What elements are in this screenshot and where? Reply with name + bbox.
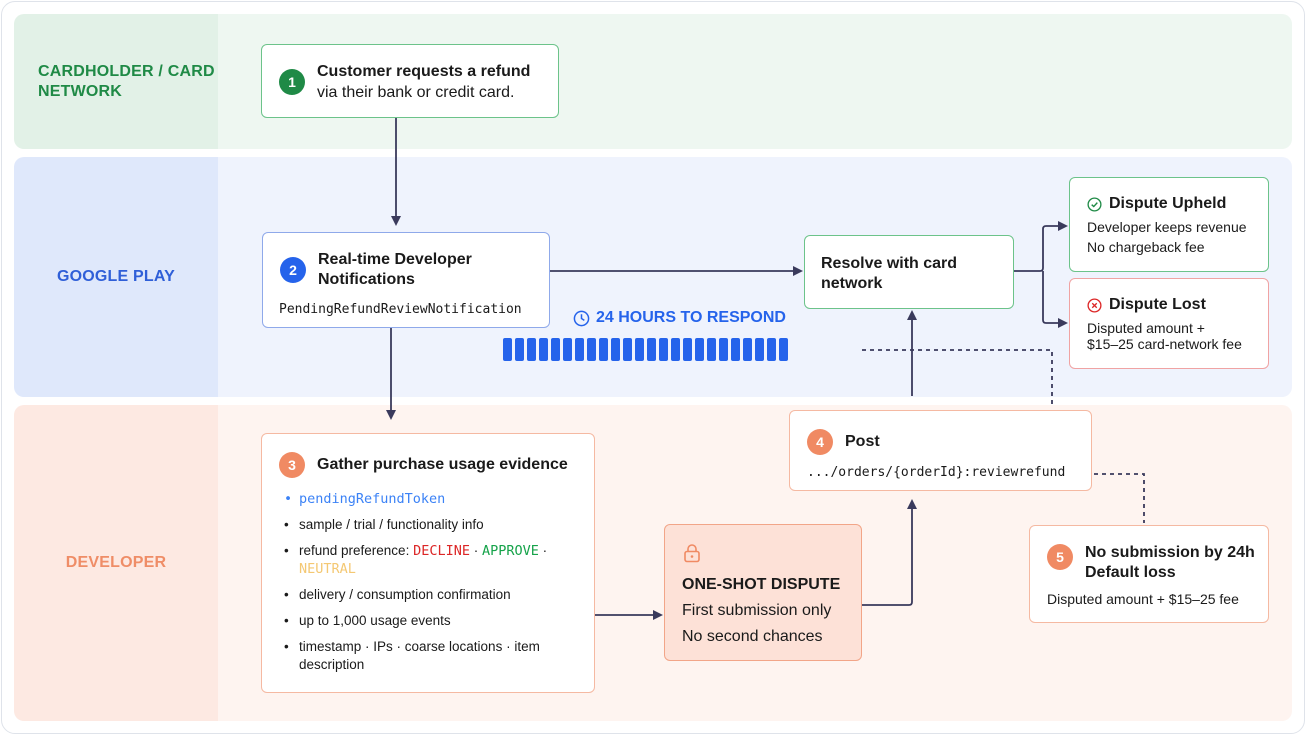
x-circle-icon bbox=[1087, 297, 1102, 313]
step1-number-badge: 1 bbox=[279, 69, 305, 95]
timer-tick bbox=[743, 338, 752, 361]
timer-tick bbox=[515, 338, 524, 361]
one-shot-card: ONE-SHOT DISPUTE First submission only N… bbox=[664, 524, 862, 661]
evidence-preference: refund preference: DECLINE · APPROVE · N… bbox=[284, 542, 584, 578]
timer-tick bbox=[587, 338, 596, 361]
timer-tick bbox=[671, 338, 680, 361]
outcome-upheld-title: Dispute Upheld bbox=[1109, 195, 1227, 212]
timer-tick bbox=[551, 338, 560, 361]
timer-tick bbox=[599, 338, 608, 361]
lane-title-developer: DEVELOPER bbox=[65, 554, 167, 571]
step1-card: 1 Customer requests a refund via their b… bbox=[261, 44, 559, 118]
step3-title: Gather purchase usage evidence bbox=[317, 456, 568, 473]
outcome-upheld-card: Dispute Upheld Developer keeps revenue N… bbox=[1069, 177, 1269, 272]
preference-neutral: NEUTRAL bbox=[299, 561, 356, 577]
evidence-item: up to 1,000 usage events bbox=[284, 612, 584, 630]
timer-tick bbox=[695, 338, 704, 361]
step1-title: Customer requests a refund bbox=[317, 63, 531, 80]
outcome-lost-line1: Disputed amount + bbox=[1087, 320, 1205, 336]
timer-tick bbox=[707, 338, 716, 361]
step5-card: 5 No submission by 24h Default loss Disp… bbox=[1029, 525, 1269, 623]
lane-label-google-play: GOOGLE PLAY bbox=[14, 157, 218, 397]
lane-label-developer: DEVELOPER bbox=[14, 405, 218, 721]
check-circle-icon bbox=[1087, 196, 1102, 212]
timer-tick bbox=[755, 338, 764, 361]
step4-endpoint: .../orders/{orderId}:reviewrefund bbox=[807, 465, 1066, 480]
timer-tick bbox=[635, 338, 644, 361]
outcome-lost-title: Dispute Lost bbox=[1109, 296, 1206, 313]
resolve-card: Resolve with card network bbox=[804, 235, 1014, 309]
outcome-lost-line2: $15–25 card-network fee bbox=[1087, 336, 1242, 352]
lane-title-google-play: GOOGLE PLAY bbox=[56, 268, 176, 285]
step4-card: 4 Post .../orders/{orderId}:reviewrefund bbox=[789, 410, 1092, 491]
lane-title-cardholder: CARDHOLDER / CARD NETWORK bbox=[38, 62, 215, 100]
timer-tick bbox=[575, 338, 584, 361]
outcome-lost-card: Dispute Lost Disputed amount + $15–25 ca… bbox=[1069, 278, 1269, 369]
step2-title: Real-time Developer Notifications bbox=[318, 251, 472, 288]
timer-tick bbox=[647, 338, 656, 361]
timer-tick bbox=[719, 338, 728, 361]
step5-subtitle: Disputed amount + $15–25 fee bbox=[1047, 591, 1239, 607]
step5-number-badge: 5 bbox=[1047, 544, 1073, 570]
evidence-item: timestamp · IPs · coarse locations · ite… bbox=[284, 638, 584, 674]
timer-text: 24 HOURS TO RESPOND bbox=[596, 309, 786, 326]
timer-tick bbox=[659, 338, 668, 361]
resolve-title: Resolve with card network bbox=[821, 255, 958, 292]
preference-separator: · bbox=[469, 543, 482, 558]
outcome-upheld-line2: No chargeback fee bbox=[1087, 239, 1205, 255]
preference-separator: · bbox=[538, 543, 548, 558]
step2-code: PendingRefundReviewNotification bbox=[279, 302, 522, 317]
timer-tick bbox=[779, 338, 788, 361]
lock-icon bbox=[684, 544, 700, 563]
outcome-upheld-line1: Developer keeps revenue bbox=[1087, 219, 1247, 235]
step1-subtitle: via their bank or credit card. bbox=[317, 84, 515, 101]
preference-decline: DECLINE bbox=[413, 543, 470, 559]
timer-tick bbox=[683, 338, 692, 361]
evidence-token: pendingRefundToken bbox=[284, 490, 584, 508]
step4-number-badge: 4 bbox=[807, 429, 833, 455]
evidence-item: sample / trial / functionality info bbox=[284, 516, 584, 534]
one-shot-line2: No second chances bbox=[682, 628, 823, 645]
lane-cardholder: CARDHOLDER / CARD NETWORK bbox=[14, 14, 1292, 149]
step2-number-badge: 2 bbox=[280, 257, 306, 283]
timer-tick bbox=[527, 338, 536, 361]
step3-card: 3 Gather purchase usage evidence pending… bbox=[261, 433, 595, 693]
clock-icon bbox=[573, 310, 590, 326]
timer-tick bbox=[767, 338, 776, 361]
evidence-list: pendingRefundToken sample / trial / func… bbox=[284, 490, 584, 682]
timer-tick bbox=[623, 338, 632, 361]
one-shot-title: ONE-SHOT DISPUTE bbox=[682, 576, 841, 593]
timer-tick bbox=[731, 338, 740, 361]
timer-tick bbox=[503, 338, 512, 361]
preference-approve: APPROVE bbox=[481, 543, 539, 559]
one-shot-line1: First submission only bbox=[682, 602, 832, 619]
step3-number-badge: 3 bbox=[279, 452, 305, 478]
timer-label: 24 HOURS TO RESPOND bbox=[573, 309, 786, 327]
lane-label-cardholder: CARDHOLDER / CARD NETWORK bbox=[14, 14, 218, 149]
preference-label: refund preference: bbox=[299, 543, 414, 558]
step4-title: Post bbox=[845, 433, 880, 450]
step5-title: No submission by 24h Default loss bbox=[1085, 544, 1255, 581]
timer-tick bbox=[539, 338, 548, 361]
timer-ticks bbox=[503, 338, 788, 361]
timer-tick bbox=[563, 338, 572, 361]
timer-tick bbox=[611, 338, 620, 361]
step2-card: 2 Real-time Developer Notifications Pend… bbox=[262, 232, 550, 328]
evidence-item: delivery / consumption confirmation bbox=[284, 586, 584, 604]
